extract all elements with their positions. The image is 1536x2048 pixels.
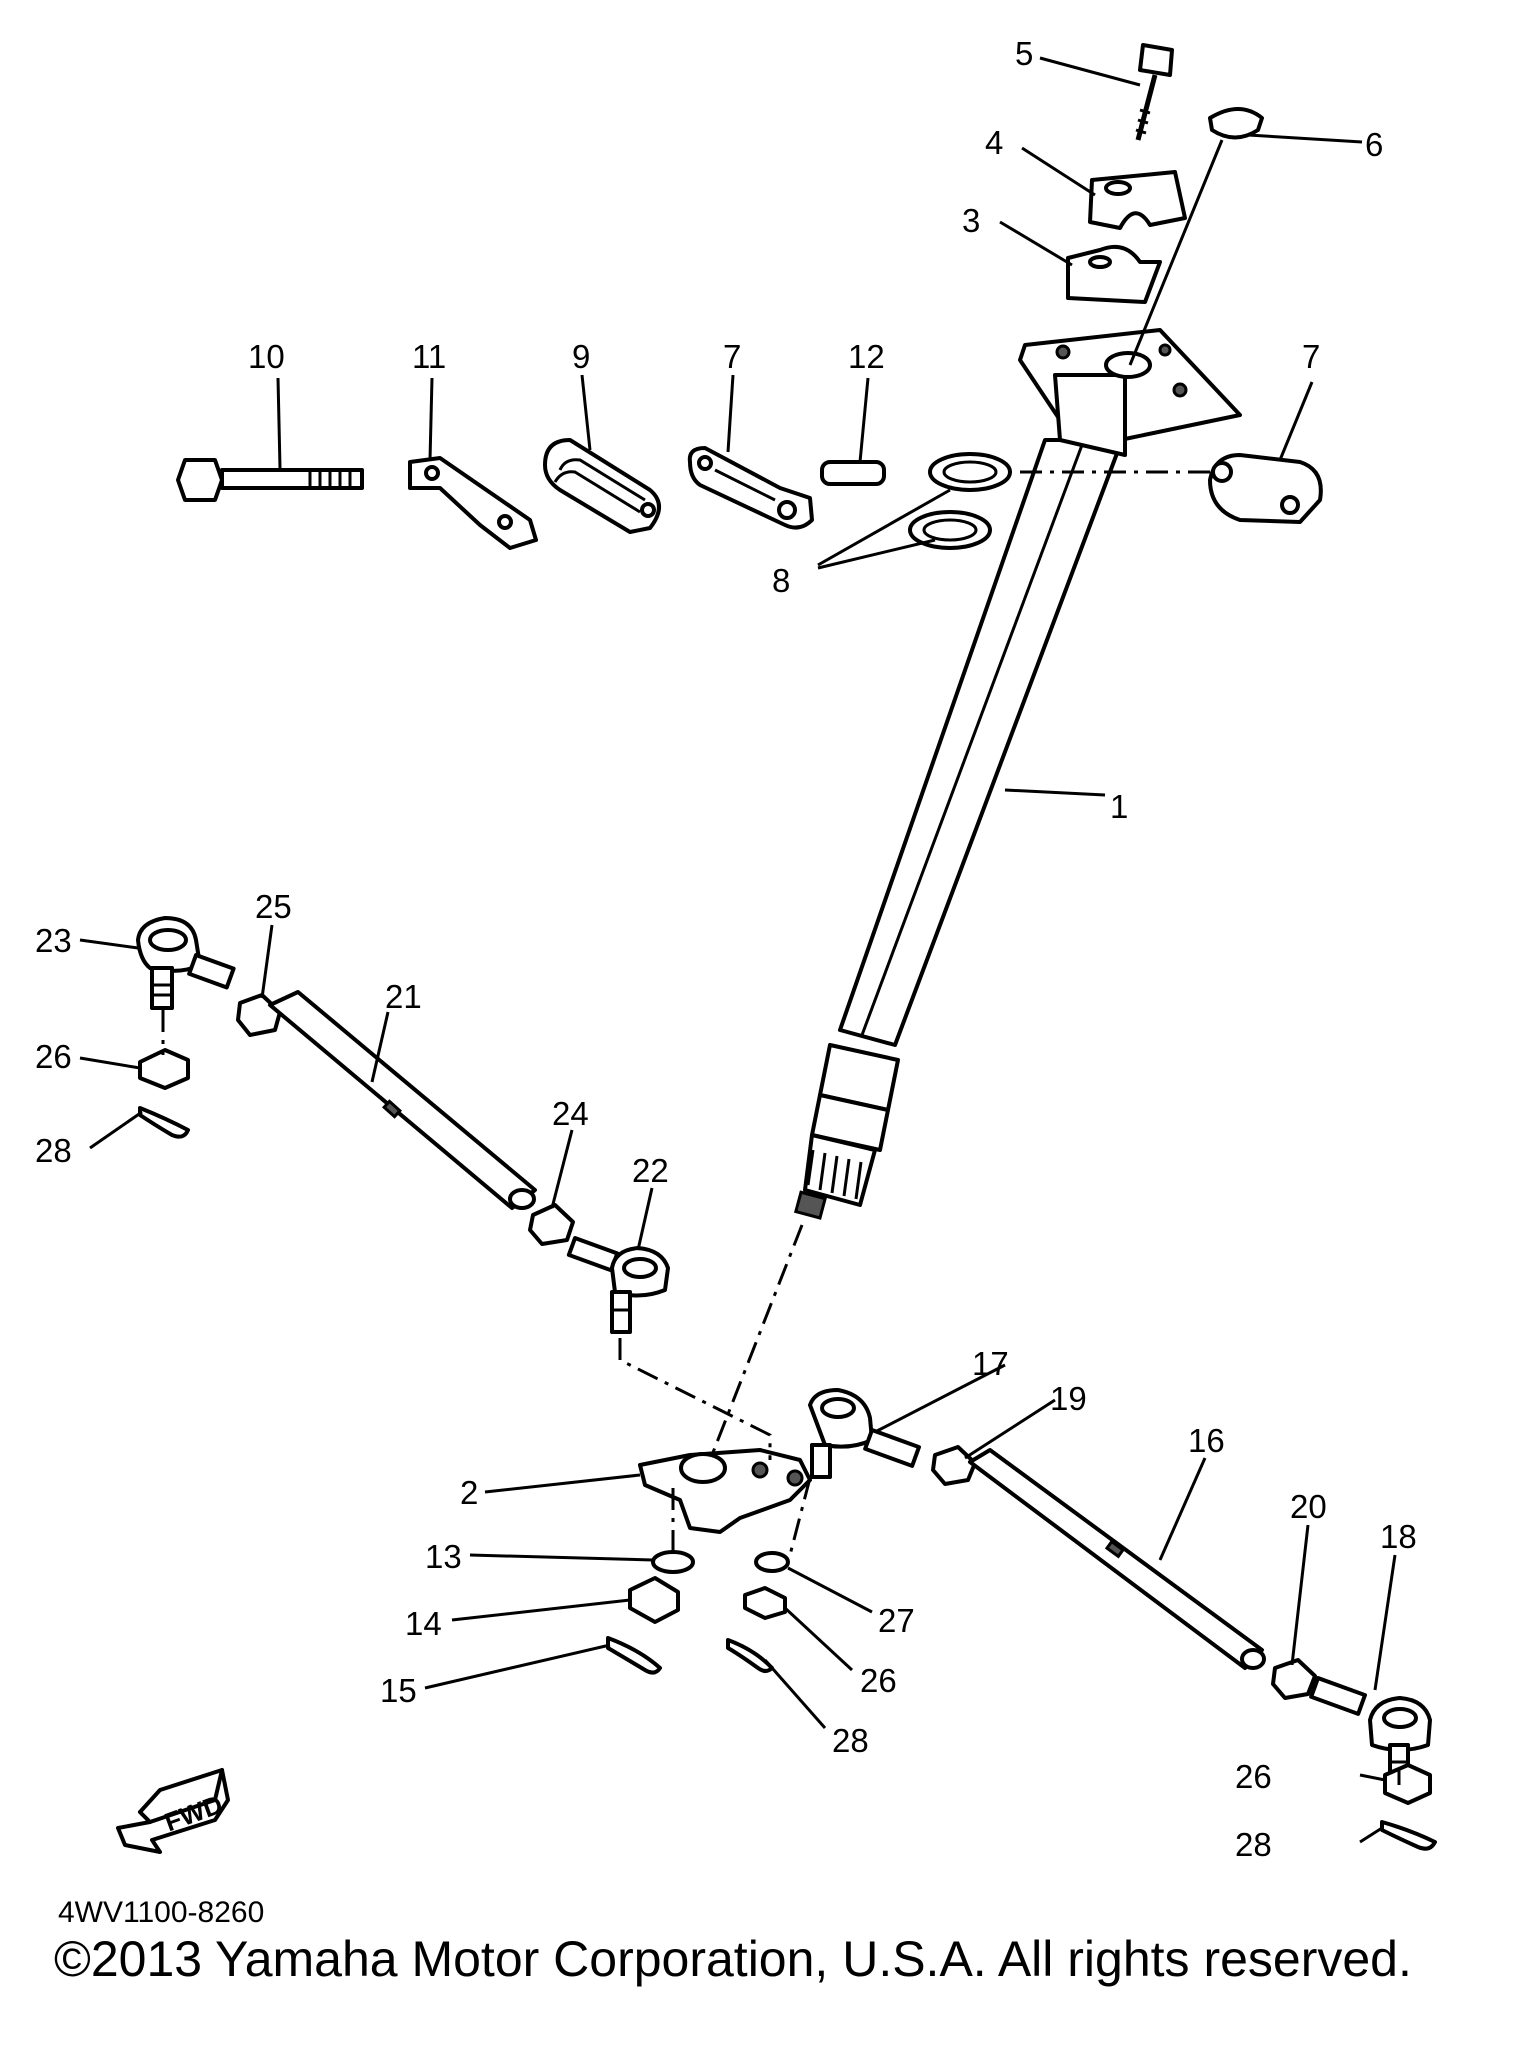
nut-20 — [1271, 1658, 1317, 1700]
nut-26-center — [743, 1586, 787, 1620]
callout-20: 20 — [1290, 1488, 1327, 1525]
cotter-pin-28-right — [1380, 1820, 1437, 1851]
callout-22: 22 — [632, 1152, 669, 1189]
pitman-arm-2 — [638, 1448, 812, 1534]
tie-rod-end-23 — [136, 916, 236, 1010]
tie-rod-end-17 — [808, 1388, 921, 1479]
nut-14 — [628, 1576, 680, 1624]
callout-17: 17 — [972, 1345, 1009, 1382]
callout-1: 1 — [1110, 788, 1128, 825]
callout-7-left: 7 — [723, 338, 741, 375]
callout-23: 23 — [35, 922, 72, 959]
copyright-notice: ©2013 Yamaha Motor Corporation, U.S.A. A… — [54, 1931, 1412, 1987]
callout-18: 18 — [1380, 1518, 1417, 1555]
bushing-7-right — [1208, 453, 1323, 524]
nut-26-right — [1383, 1763, 1432, 1805]
callout-5: 5 — [1015, 35, 1033, 72]
nut-24 — [528, 1203, 575, 1246]
catalog-code: 4WV1100-8260 — [58, 1896, 265, 1929]
washer-13 — [651, 1550, 695, 1574]
oil-seals-8 — [908, 452, 1012, 550]
tie-rod-21 — [268, 990, 537, 1210]
callout-10: 10 — [248, 338, 285, 375]
cap-6 — [1208, 107, 1264, 140]
callout-27: 27 — [878, 1602, 915, 1639]
callout-14: 14 — [405, 1605, 442, 1642]
cotter-pin-28-left — [138, 1106, 190, 1139]
nut-19 — [931, 1445, 977, 1486]
pin-12 — [820, 460, 886, 486]
callout-4: 4 — [985, 124, 1003, 161]
callout-13: 13 — [425, 1538, 462, 1575]
callout-28-right: 28 — [1235, 1826, 1272, 1863]
callout-9: 9 — [572, 338, 590, 375]
spline-teeth — [806, 1149, 863, 1200]
callout-24: 24 — [552, 1095, 589, 1132]
callout-26-center: 26 — [860, 1662, 897, 1699]
steering-column — [793, 328, 1242, 1220]
callout-8: 8 — [772, 562, 790, 599]
lock-plate-11 — [408, 456, 538, 550]
callout-15: 15 — [380, 1672, 417, 1709]
bolt-5 — [1135, 43, 1174, 141]
leader-lines — [79, 56, 1397, 1844]
cotter-pin-15 — [606, 1636, 662, 1675]
callout-28-center: 28 — [832, 1722, 869, 1759]
fwd-arrow-icon: FWD — [116, 1768, 230, 1854]
callout-26-right: 26 — [1235, 1758, 1272, 1795]
cotter-pin-28-center — [726, 1638, 774, 1673]
handlebar-clamp-upper-4 — [1088, 170, 1187, 230]
bushing-7-left — [687, 446, 814, 530]
callout-3: 3 — [962, 202, 980, 239]
callout-28-left: 28 — [35, 1132, 72, 1169]
callout-26-left: 26 — [35, 1038, 72, 1075]
callout-21: 21 — [385, 978, 422, 1015]
callout-11: 11 — [412, 338, 446, 375]
handlebar-clamp-lower-3 — [1066, 245, 1162, 304]
callout-12: 12 — [848, 338, 885, 375]
callout-16: 16 — [1188, 1422, 1225, 1459]
tie-rod-16 — [968, 1448, 1266, 1670]
tie-rod-end-22 — [566, 1235, 670, 1334]
callout-numbers: 1 2 3 4 5 6 7 7 8 9 10 11 12 13 14 15 16… — [35, 35, 1417, 1863]
long-bolt-10 — [176, 458, 364, 502]
collar-9 — [543, 438, 661, 534]
bolt-thread — [308, 470, 352, 488]
callout-7-right: 7 — [1302, 338, 1320, 375]
callout-6: 6 — [1365, 126, 1383, 163]
nut-26-left — [138, 1048, 190, 1090]
callout-19: 19 — [1050, 1380, 1087, 1417]
nut-25 — [236, 993, 282, 1037]
washer-27 — [754, 1551, 790, 1573]
callout-2: 2 — [460, 1474, 478, 1511]
callout-25: 25 — [255, 888, 292, 925]
